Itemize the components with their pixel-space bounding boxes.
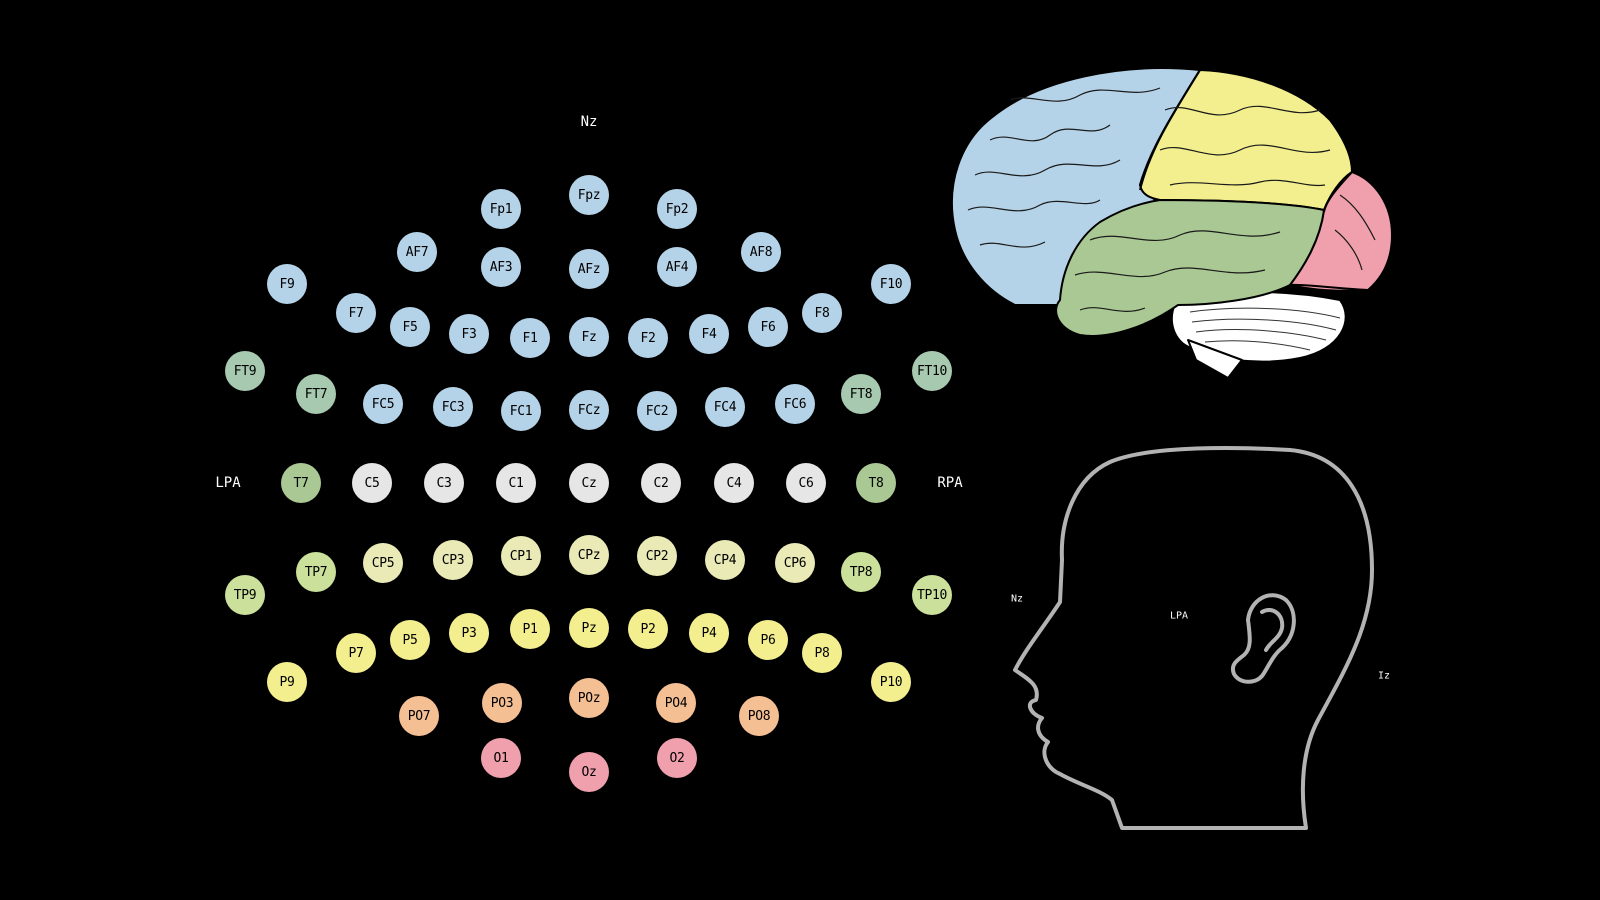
electrode-fpz: Fpz	[569, 175, 609, 215]
electrode-po4: PO4	[656, 683, 696, 723]
head-iz-label: Iz	[1377, 670, 1391, 682]
electrode-tp8: TP8	[841, 552, 881, 592]
electrode-ft9: FT9	[225, 351, 265, 391]
electrode-p3: P3	[449, 613, 489, 653]
head-nz-label: Nz	[1010, 593, 1024, 605]
electrode-cp1: CP1	[501, 536, 541, 576]
electrode-p6: P6	[748, 620, 788, 660]
ear-icon	[1231, 593, 1296, 684]
electrode-c2: C2	[641, 463, 681, 503]
electrode-f3: F3	[449, 314, 489, 354]
electrode-af8: AF8	[741, 232, 781, 272]
electrode-pz: Pz	[569, 608, 609, 648]
electrode-fc6: FC6	[775, 384, 815, 424]
electrode-c1: C1	[496, 463, 536, 503]
electrode-f8: F8	[802, 293, 842, 333]
electrode-c3: C3	[424, 463, 464, 503]
electrode-ft8: FT8	[841, 374, 881, 414]
electrode-f5: F5	[390, 307, 430, 347]
electrode-ft7: FT7	[296, 374, 336, 414]
electrode-f7: F7	[336, 293, 376, 333]
electrode-cp4: CP4	[705, 540, 745, 580]
electrode-f2: F2	[628, 318, 668, 358]
rpa-landmark-label: RPA	[937, 475, 963, 491]
electrode-fp1: Fp1	[481, 189, 521, 229]
electrode-f10: F10	[871, 264, 911, 304]
electrode-po7: PO7	[399, 696, 439, 736]
electrode-tp10: TP10	[912, 575, 952, 615]
electrode-c4: C4	[714, 463, 754, 503]
electrode-oz: Oz	[569, 752, 609, 792]
head-lpa-label: LPA	[1169, 610, 1189, 622]
electrode-t8: T8	[856, 463, 896, 503]
brainstem	[1187, 339, 1243, 379]
electrode-ft10: FT10	[912, 351, 952, 391]
electrode-p8: P8	[802, 633, 842, 673]
electrode-fc5: FC5	[363, 384, 403, 424]
electrode-cpz: CPz	[569, 535, 609, 575]
electrode-fc3: FC3	[433, 387, 473, 427]
electrode-fc4: FC4	[705, 387, 745, 427]
electrode-p7: P7	[336, 633, 376, 673]
electrode-afz: AFz	[569, 249, 609, 289]
electrode-cz: Cz	[569, 463, 609, 503]
electrode-f9: F9	[267, 264, 307, 304]
electrode-fp2: Fp2	[657, 189, 697, 229]
electrode-o1: O1	[481, 738, 521, 778]
electrode-fz: Fz	[569, 317, 609, 357]
electrode-f6: F6	[748, 307, 788, 347]
electrode-tp9: TP9	[225, 575, 265, 615]
electrode-tp7: TP7	[296, 552, 336, 592]
lpa-landmark-label: LPA	[215, 475, 241, 491]
head-outline	[1013, 445, 1374, 830]
electrode-af7: AF7	[397, 232, 437, 272]
electrode-c5: C5	[352, 463, 392, 503]
electrode-poz: POz	[569, 678, 609, 718]
electrode-f4: F4	[689, 314, 729, 354]
electrode-fc1: FC1	[501, 391, 541, 431]
electrode-po8: PO8	[739, 696, 779, 736]
electrode-o2: O2	[657, 738, 697, 778]
electrode-po3: PO3	[482, 683, 522, 723]
electrode-f1: F1	[510, 318, 550, 358]
electrode-fc2: FC2	[637, 391, 677, 431]
electrode-c6: C6	[786, 463, 826, 503]
electrode-p10: P10	[871, 662, 911, 702]
electrode-fcz: FCz	[569, 390, 609, 430]
electrode-p4: P4	[689, 613, 729, 653]
electrode-p1: P1	[510, 609, 550, 649]
electrode-p5: P5	[390, 620, 430, 660]
electrode-cp5: CP5	[363, 543, 403, 583]
electrode-af3: AF3	[481, 247, 521, 287]
electrode-t7: T7	[281, 463, 321, 503]
electrode-cp2: CP2	[637, 536, 677, 576]
electrode-cp6: CP6	[775, 543, 815, 583]
electrode-p9: P9	[267, 662, 307, 702]
electrode-p2: P2	[628, 609, 668, 649]
nz-landmark-label: Nz	[580, 114, 598, 130]
electrode-cp3: CP3	[433, 540, 473, 580]
electrode-af4: AF4	[657, 247, 697, 287]
